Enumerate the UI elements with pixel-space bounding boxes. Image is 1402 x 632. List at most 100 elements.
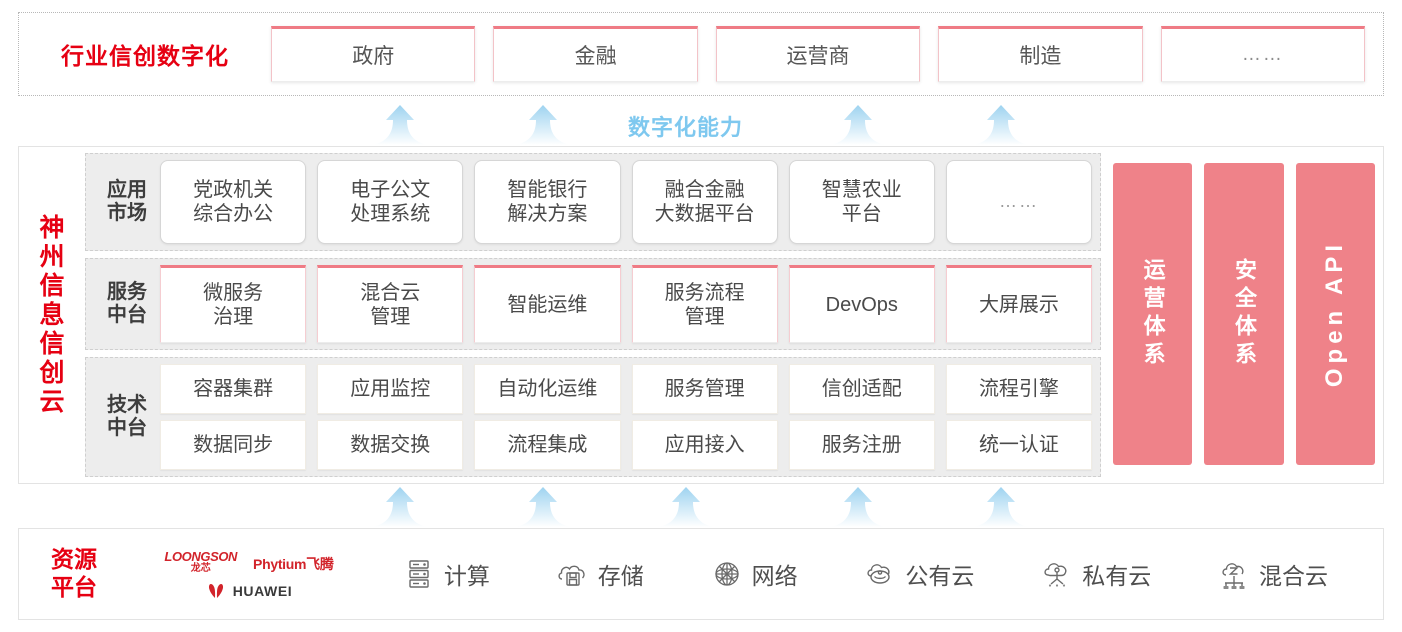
resource-item-compute[interactable]: 计算 bbox=[402, 557, 490, 591]
tech-card-service-registry[interactable]: 服务注册 bbox=[788, 420, 935, 470]
resource-item-label: 公有云 bbox=[905, 563, 975, 589]
pillar-label: 安全体系 bbox=[1231, 258, 1257, 370]
tech-card-unified-auth[interactable]: 统一认证 bbox=[945, 420, 1093, 470]
tech-card-process-engine[interactable]: 流程引擎 bbox=[945, 364, 1093, 414]
card-line: 智慧农业 bbox=[821, 179, 902, 201]
resource-item-hybrid-cloud[interactable]: 混合云 bbox=[1217, 557, 1328, 591]
up-arrow-icon bbox=[370, 104, 430, 146]
private-cloud-icon bbox=[1040, 557, 1074, 591]
capability-label: 数字化能力 bbox=[628, 115, 744, 140]
tech-card-app-access[interactable]: 应用接入 bbox=[631, 420, 778, 470]
layer-label-service-platform: 服务 中台 bbox=[94, 281, 160, 327]
public-cloud-icon bbox=[863, 557, 897, 591]
app-card-smart-agriculture[interactable]: 智慧农业 平台 bbox=[788, 160, 935, 244]
pillar-open-api[interactable]: Open API bbox=[1295, 163, 1375, 465]
tech-card-container-cluster[interactable]: 容器集群 bbox=[160, 364, 307, 414]
vendor-logo-row: LOONGSON 龙芯 Phytium飞腾 bbox=[164, 550, 333, 574]
app-card-edoc-system[interactable]: 电子公文 处理系统 bbox=[317, 160, 464, 244]
pillar-security-system[interactable]: 安全体系 bbox=[1204, 163, 1284, 465]
layer-stack: 应用 市场 党政机关 综合办公 电子公文 bbox=[85, 153, 1101, 477]
resource-platform-title: 资源 平台 bbox=[19, 546, 129, 601]
tech-card-xinchuang-adaptation[interactable]: 信创适配 bbox=[788, 364, 935, 414]
tech-card-data-exchange[interactable]: 数据交换 bbox=[317, 420, 464, 470]
cloud-platform-body: 应用 市场 党政机关 综合办公 电子公文 bbox=[85, 147, 1383, 483]
industry-card-more[interactable]: …… bbox=[1160, 26, 1366, 82]
card-line: 融合金融 bbox=[664, 179, 745, 201]
resource-item-private-cloud[interactable]: 私有云 bbox=[1040, 557, 1151, 591]
hybrid-cloud-icon bbox=[1217, 557, 1251, 591]
tech-card-app-monitoring[interactable]: 应用监控 bbox=[317, 364, 464, 414]
vendor-logo-row: HUAWEI bbox=[206, 583, 293, 599]
card-line: 服务流程 bbox=[664, 282, 745, 304]
card-line: 治理 bbox=[213, 306, 254, 328]
up-arrow-icon bbox=[513, 104, 573, 146]
tech-card-process-integration[interactable]: 流程集成 bbox=[474, 420, 621, 470]
industry-card-manufacturing[interactable]: 制造 bbox=[938, 26, 1143, 82]
app-market-card-list: 党政机关 综合办公 电子公文 处理系统 智能银行 bbox=[160, 160, 1093, 244]
resource-item-network[interactable]: 网络 bbox=[710, 557, 798, 591]
layer-label-line: 中台 bbox=[107, 304, 147, 326]
service-card-dashboard[interactable]: 大屏展示 bbox=[945, 265, 1093, 343]
service-card-smart-ops[interactable]: 智能运维 bbox=[474, 265, 621, 343]
resource-item-public-cloud[interactable]: 公有云 bbox=[863, 557, 974, 591]
pillar-label: Open API bbox=[1321, 240, 1349, 388]
up-arrow-icon bbox=[971, 104, 1031, 146]
service-platform-card-list: 微服务 治理 混合云 管理 智能运维 bbox=[160, 265, 1093, 343]
service-card-devops[interactable]: DevOps bbox=[788, 265, 935, 343]
resource-item-list: 计算 存储 bbox=[369, 557, 1383, 591]
card-line: 电子公文 bbox=[350, 179, 431, 201]
pillar-list: 运营体系 安全体系 Open API bbox=[1111, 153, 1375, 477]
resource-title-line: 平台 bbox=[51, 574, 97, 600]
card-line: 平台 bbox=[841, 203, 882, 225]
resource-platform-box: 资源 平台 LOONGSON 龙芯 Phytium飞腾 HUAWEI bbox=[18, 528, 1384, 620]
tech-card-automated-ops[interactable]: 自动化运维 bbox=[474, 364, 621, 414]
loongson-logo-en: LOONGSON bbox=[164, 548, 238, 564]
layer-tech-platform: 技术 中台 容器集群 应用监控 自动化运维 服务管理 信创适配 流程引擎 bbox=[85, 357, 1101, 477]
card-line: 管理 bbox=[370, 306, 411, 328]
app-card-more[interactable]: …… bbox=[945, 160, 1093, 244]
card-line: 混合云 bbox=[360, 282, 421, 304]
pillar-operations-system[interactable]: 运营体系 bbox=[1113, 163, 1193, 465]
huawei-petal-icon bbox=[206, 583, 226, 599]
cloud-title-char: 神 bbox=[39, 213, 65, 242]
loongson-logo: LOONGSON 龙芯 bbox=[164, 550, 237, 574]
layer-label-line: 市场 bbox=[107, 202, 147, 224]
app-card-smart-bank[interactable]: 智能银行 解决方案 bbox=[474, 160, 621, 244]
resource-title-line: 资源 bbox=[51, 546, 97, 573]
app-card-gov-office[interactable]: 党政机关 综合办公 bbox=[160, 160, 307, 244]
tech-card-service-mgmt[interactable]: 服务管理 bbox=[631, 364, 778, 414]
layer-label-line: 中台 bbox=[107, 417, 147, 439]
service-card-hybrid-cloud-mgmt[interactable]: 混合云 管理 bbox=[317, 265, 464, 343]
layer-label-app-market: 应用 市场 bbox=[94, 179, 160, 225]
service-card-process-mgmt[interactable]: 服务流程 管理 bbox=[631, 265, 778, 343]
up-arrow-icon bbox=[370, 486, 430, 528]
resource-item-label: 存储 bbox=[597, 563, 644, 589]
cloud-title-char: 创 bbox=[39, 358, 65, 387]
layer-service-platform: 服务 中台 微服务 治理 混合云 管 bbox=[85, 258, 1101, 350]
huawei-logo-text: HUAWEI bbox=[232, 582, 293, 599]
layer-label-line: 技术 bbox=[107, 394, 147, 417]
cloud-title-char: 息 bbox=[39, 300, 65, 329]
cloud-title-char: 信 bbox=[39, 329, 65, 358]
card-line: 大数据平台 bbox=[654, 203, 755, 225]
service-card-microservice-governance[interactable]: 微服务 治理 bbox=[160, 265, 307, 343]
card-line: 党政机关 bbox=[193, 179, 274, 201]
phytium-logo: Phytium飞腾 bbox=[253, 555, 334, 572]
card-line: 智能银行 bbox=[507, 179, 588, 201]
industry-card-government[interactable]: 政府 bbox=[271, 26, 476, 82]
industry-card-operator[interactable]: 运营商 bbox=[715, 26, 921, 82]
app-card-finance-bigdata[interactable]: 融合金融 大数据平台 bbox=[631, 160, 778, 244]
cloud-platform-box: 神 州 信 息 信 创 云 应用 市场 党政机关 bbox=[18, 146, 1384, 484]
tech-card-data-sync[interactable]: 数据同步 bbox=[160, 420, 307, 470]
up-arrow-icon bbox=[828, 104, 888, 146]
industry-card-list: 政府 金融 运营商 制造 …… bbox=[271, 26, 1383, 82]
card-line: 解决方案 bbox=[507, 203, 588, 225]
industry-card-finance[interactable]: 金融 bbox=[493, 26, 698, 82]
cloud-title-char: 信 bbox=[39, 271, 65, 300]
server-rack-icon bbox=[402, 557, 436, 591]
industry-band: 行业信创数字化 政府 金融 运营商 制造 …… bbox=[18, 12, 1384, 96]
vendor-logo-list: LOONGSON 龙芯 Phytium飞腾 HUAWEI bbox=[129, 550, 369, 599]
network-globe-icon bbox=[710, 557, 744, 591]
resource-item-storage[interactable]: 存储 bbox=[556, 557, 644, 591]
